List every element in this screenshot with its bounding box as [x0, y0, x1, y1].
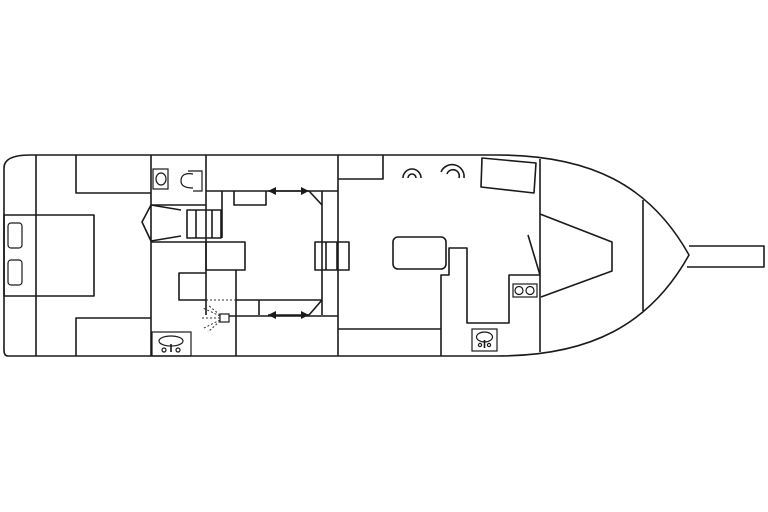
sliding-door-bottom: [268, 299, 323, 319]
arrow-left-icon: [268, 187, 276, 195]
chart-table: [480, 157, 537, 194]
cabinet: [233, 191, 267, 206]
wardrobe-top: [75, 155, 151, 194]
aft-head: [151, 155, 207, 300]
sink-icon: [152, 168, 169, 190]
arrow-left-icon: [268, 311, 276, 319]
stairs-mid: [314, 241, 350, 271]
aft-cabin: [3, 155, 152, 356]
wardrobe-bottom: [75, 317, 151, 356]
toilet-icon: [180, 170, 203, 192]
stove-icon: [512, 283, 538, 298]
hull-outline: [3, 154, 690, 357]
dinette-table: [392, 236, 447, 270]
sink-icon: [151, 331, 192, 357]
pillow: [7, 222, 23, 249]
pillow: [7, 259, 23, 286]
cabinet: [205, 241, 246, 271]
v-berth: [539, 213, 613, 298]
main-saloon: [337, 155, 541, 356]
shower-icon: [200, 304, 230, 333]
arrow-right-icon: [301, 311, 309, 319]
sink-icon: [471, 328, 498, 352]
mid-saloon: [151, 187, 350, 357]
galley-counter: [440, 247, 540, 356]
arrow-right-icon: [301, 187, 309, 195]
helm-seat-icon: [440, 163, 465, 179]
double-bed: [3, 214, 95, 297]
hatch-chevron: [141, 204, 152, 242]
sliding-door-top: [268, 187, 323, 206]
cabinet: [178, 272, 206, 301]
forward-cabin: [539, 200, 644, 311]
stairs-aft: [186, 209, 222, 239]
cabinet: [338, 155, 384, 180]
companionway: [141, 204, 222, 243]
bowsprit: [687, 245, 765, 268]
helm-seat-icon: [402, 168, 422, 179]
